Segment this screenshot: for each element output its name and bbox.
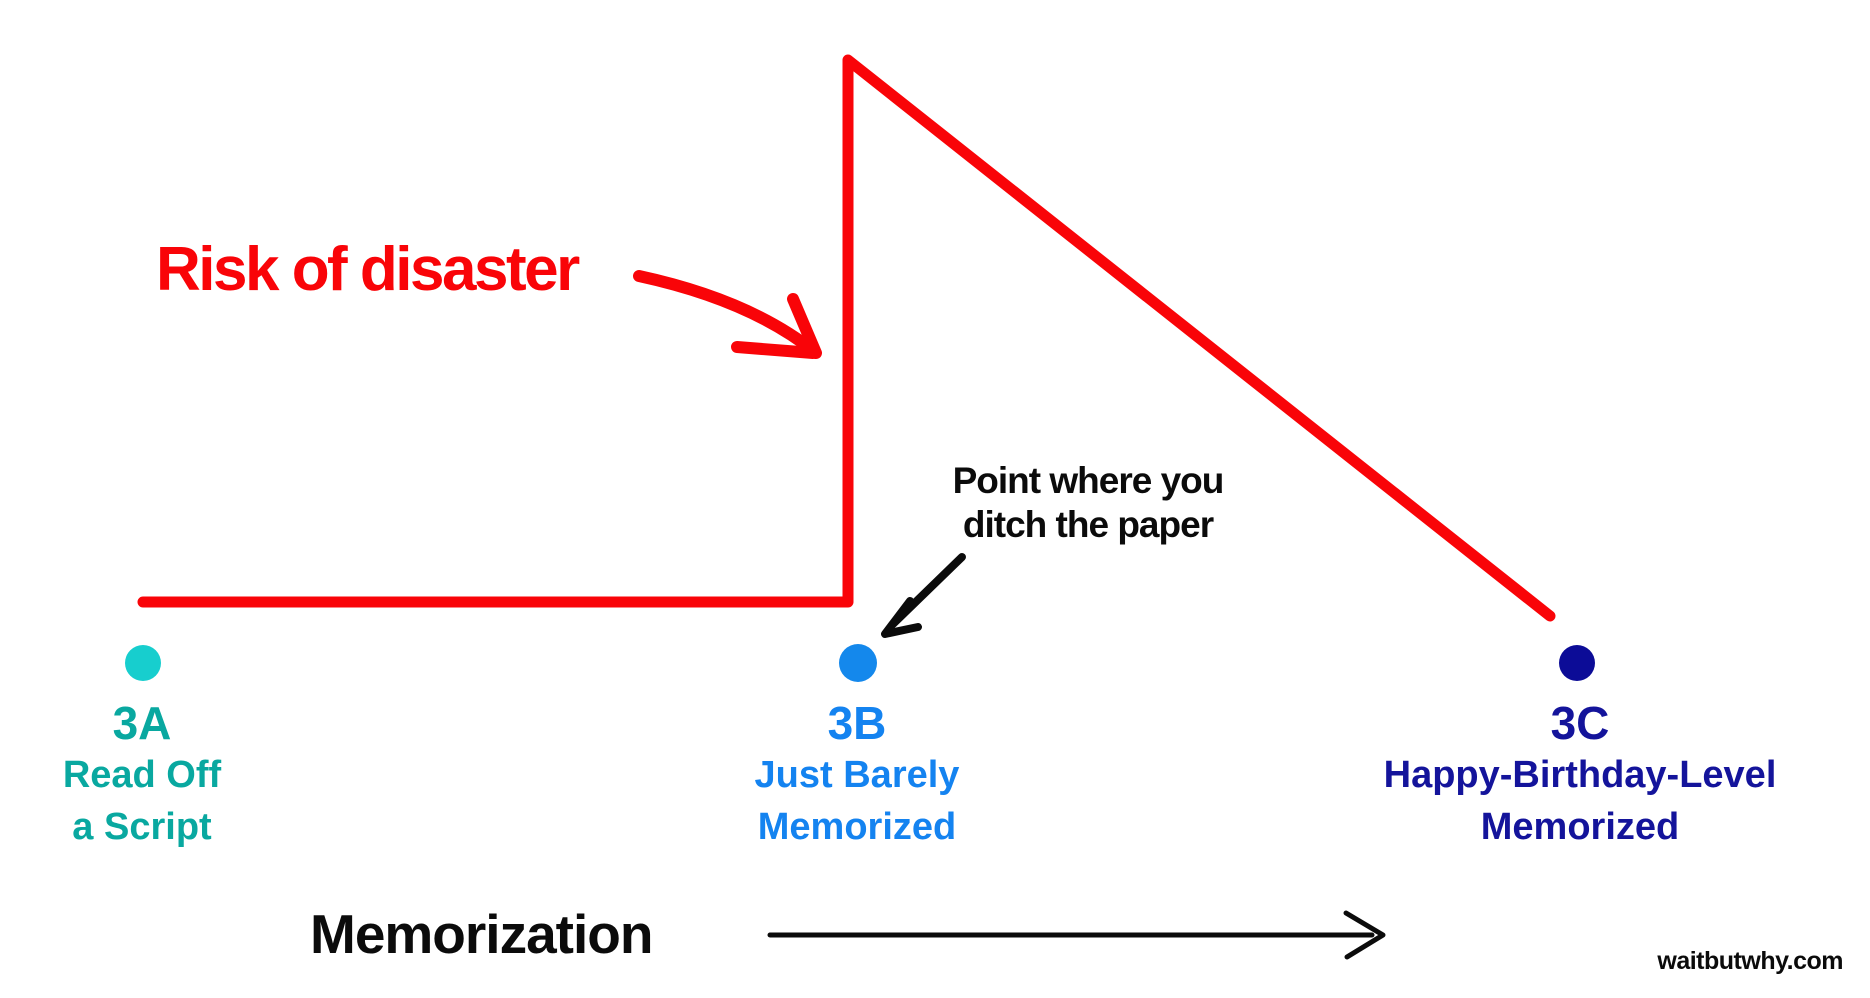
ditch-arrow-icon — [881, 553, 966, 638]
ditch-paper-label: Point where you ditch the paper — [838, 459, 1338, 547]
risk-of-disaster-label: Risk of disaster — [156, 235, 580, 304]
point-3c-id: 3C — [1550, 697, 1610, 749]
ditch-paper-line1: Point where you — [952, 460, 1225, 501]
memorization-axis-label: Memorization — [310, 903, 653, 965]
ditch-paper-line2: ditch the paper — [962, 504, 1214, 545]
risk-curve — [137, 54, 1556, 622]
memorization-arrow-icon — [767, 910, 1386, 960]
risk-arrow-icon — [633, 270, 822, 359]
point-3b-sub1: Just Barely — [754, 754, 960, 796]
point-3a-id: 3A — [112, 697, 172, 749]
point-3b-label: 3B Just Barely Memorized — [682, 697, 1032, 853]
point-3a-sub1: Read Off — [62, 754, 222, 796]
point-3b-sub2: Memorized — [757, 806, 957, 848]
point-3a-sub2: a Script — [72, 806, 212, 848]
point-3c-dot — [1559, 645, 1595, 681]
point-3a-label: 3A Read Off a Script — [0, 697, 317, 853]
point-3a-dot — [125, 645, 161, 681]
point-3b-id: 3B — [827, 697, 887, 749]
point-3b-dot — [839, 644, 877, 682]
point-3c-sub2: Memorized — [1480, 806, 1680, 848]
point-3c-label: 3C Happy-Birthday-Level Memorized — [1340, 697, 1820, 853]
site-credit: waitbutwhy.com — [1657, 947, 1843, 975]
point-3c-sub1: Happy-Birthday-Level — [1383, 754, 1777, 796]
